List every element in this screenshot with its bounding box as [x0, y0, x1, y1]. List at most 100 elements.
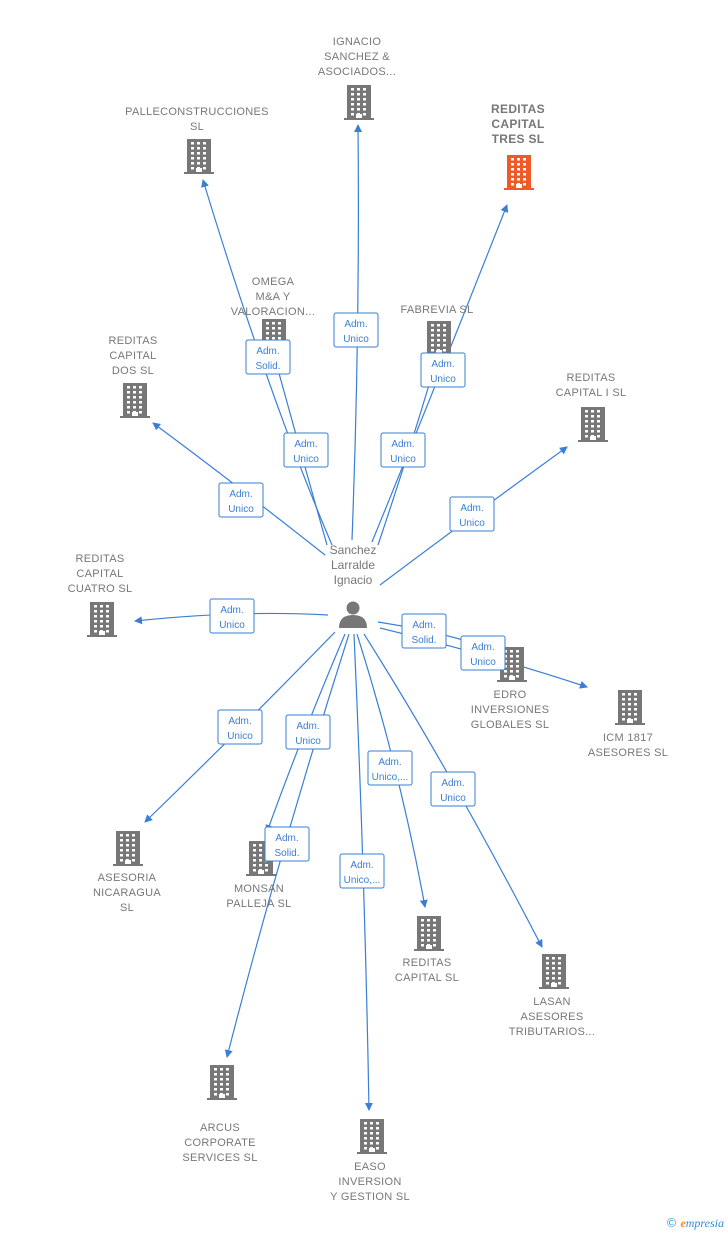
company-label-easo-line: INVERSION — [338, 1176, 401, 1188]
company-label-reditas-capital-tres-line: REDITAS — [491, 102, 545, 116]
company-label-ignacio-sanchez-line: SANCHEZ & — [324, 51, 390, 63]
company-label-monsan-palleja-line: MONSAN — [234, 883, 284, 895]
role-label-asesoria-nicaragua[interactable]: Adm.Unico — [217, 709, 263, 745]
company-label-palleconstrucciones-line: SL — [190, 121, 204, 133]
role-text: Adm. — [256, 346, 279, 357]
company-label-easo-line: EASO — [354, 1161, 386, 1173]
role-label-reditas-capital-tres[interactable]: Adm.Unico — [420, 352, 466, 388]
person-name-line: Sanchez — [330, 543, 377, 557]
company-label-fabrevia-line: FABREVIA SL — [400, 304, 473, 316]
role-text: Solid. — [274, 848, 299, 859]
building-icon-reditas-capital-dos[interactable] — [120, 383, 150, 418]
role-text: Unico — [470, 657, 496, 668]
brand-footer: ©empresia — [665, 1216, 724, 1231]
role-text: Unico — [295, 736, 321, 747]
building-icon-ignacio-sanchez[interactable] — [344, 85, 374, 120]
building-icon-reditas-capital[interactable] — [414, 916, 444, 951]
person-name-line: Larralde — [331, 558, 375, 572]
company-label-easo: EASO INVERSION Y GESTION SL — [330, 1161, 410, 1203]
company-label-palleconstrucciones-line: PALLECONSTRUCCIONES — [125, 106, 269, 118]
role-text: Adm. — [228, 716, 251, 727]
role-label-reditas-capital-dos[interactable]: Adm.Unico — [218, 482, 264, 518]
company-label-reditas-capital-dos-line: CAPITAL — [109, 350, 156, 362]
building-icon-lasan[interactable] — [539, 954, 569, 989]
role-box — [283, 432, 329, 468]
copyright-symbol: © — [665, 1216, 678, 1230]
company-label-reditas-capital-tres-line: TRES SL — [492, 132, 545, 146]
company-label-fabrevia: FABREVIA SL — [400, 304, 473, 316]
role-text: Adm. — [350, 860, 373, 871]
role-box — [217, 709, 263, 745]
role-label-monsan-palleja[interactable]: Adm.Unico — [285, 714, 331, 750]
company-label-reditas-capital-cuatro-line: REDITAS — [76, 553, 125, 565]
role-text: Adm. — [294, 439, 317, 450]
role-label-palleconstrucciones[interactable]: Adm. Solid. — [245, 339, 291, 375]
brand-name: mpresia — [685, 1216, 724, 1230]
role-label-lasan[interactable]: Adm.Unico — [430, 771, 476, 807]
role-text: Unico — [293, 454, 319, 465]
role-text: Adm. — [441, 778, 464, 789]
person-icon[interactable] — [339, 601, 367, 629]
role-text: Solid. — [255, 361, 280, 372]
building-icon-fabrevia[interactable] — [424, 321, 454, 356]
role-box — [218, 482, 264, 518]
role-text: Unico,... — [372, 772, 409, 783]
company-label-reditas-capital-i-line: REDITAS — [567, 372, 616, 384]
building-icon-reditas-capital-cuatro[interactable] — [87, 602, 117, 637]
building-icon-easo[interactable] — [357, 1119, 387, 1154]
role-label-reditas-capital[interactable]: Adm.Unico,... — [367, 750, 413, 786]
company-label-reditas-capital-line: CAPITAL SL — [395, 972, 459, 984]
company-label-icm-1817-line: ICM 1817 — [603, 732, 653, 744]
role-text: Unico — [390, 454, 416, 465]
building-icon-asesoria-nicaragua[interactable] — [113, 831, 143, 866]
role-text: Solid. — [411, 635, 436, 646]
role-label-fabrevia[interactable]: Adm.Unico — [380, 432, 426, 468]
company-label-icm-1817-line: ASESORES SL — [588, 747, 668, 759]
company-label-edro-line: GLOBALES SL — [471, 719, 550, 731]
role-label-reditas-capital-cuatro[interactable]: Adm.Unico — [209, 598, 255, 634]
role-label-omega[interactable]: Adm. Unico — [283, 432, 329, 468]
role-box — [209, 598, 255, 634]
role-text: Adm. — [412, 620, 435, 631]
building-icon-reditas-capital-tres[interactable] — [504, 155, 534, 190]
role-box — [367, 750, 413, 786]
building-icon-palleconstrucciones[interactable] — [184, 139, 214, 174]
company-label-arcus-line: ARCUS — [200, 1122, 240, 1134]
role-text: Unico,... — [344, 875, 381, 886]
building-icon-reditas-capital-i[interactable] — [578, 407, 608, 442]
company-label-easo-line: Y GESTION SL — [330, 1191, 410, 1203]
role-label-easo[interactable]: Adm. Unico,... — [339, 853, 385, 889]
role-box — [420, 352, 466, 388]
role-text: Unico — [459, 518, 485, 529]
company-label-asesoria-nicaragua-line: SL — [120, 902, 134, 914]
company-label-reditas-capital-dos-line: REDITAS — [109, 335, 158, 347]
role-label-arcus[interactable]: Adm. Solid. — [264, 826, 310, 862]
company-label-reditas-capital-i-line: CAPITAL I SL — [556, 387, 627, 399]
building-icon-arcus[interactable] — [207, 1065, 237, 1100]
role-box — [285, 714, 331, 750]
role-text: Unico — [430, 374, 456, 385]
company-label-asesoria-nicaragua-line: ASESORIA — [98, 872, 157, 884]
role-label-ignacio-sanchez[interactable]: Adm.Unico — [333, 312, 379, 348]
company-label-palleconstrucciones: PALLECONSTRUCCIONES SL — [125, 106, 269, 133]
company-label-reditas-capital-tres-line: CAPITAL — [491, 117, 544, 131]
company-label-omega-line: M&A Y — [256, 291, 291, 303]
role-text: Adm. — [275, 833, 298, 844]
company-label-lasan-line: LASAN — [533, 996, 571, 1008]
role-label-edro[interactable]: Adm. Solid. — [401, 613, 447, 649]
role-label-reditas-capital-i[interactable]: Adm. Unico — [449, 496, 495, 532]
building-icon-icm-1817[interactable] — [615, 690, 645, 725]
role-label-icm-1817[interactable]: Adm.Unico — [460, 635, 506, 671]
role-text: Unico — [343, 334, 369, 345]
role-text: Adm. — [460, 503, 483, 514]
